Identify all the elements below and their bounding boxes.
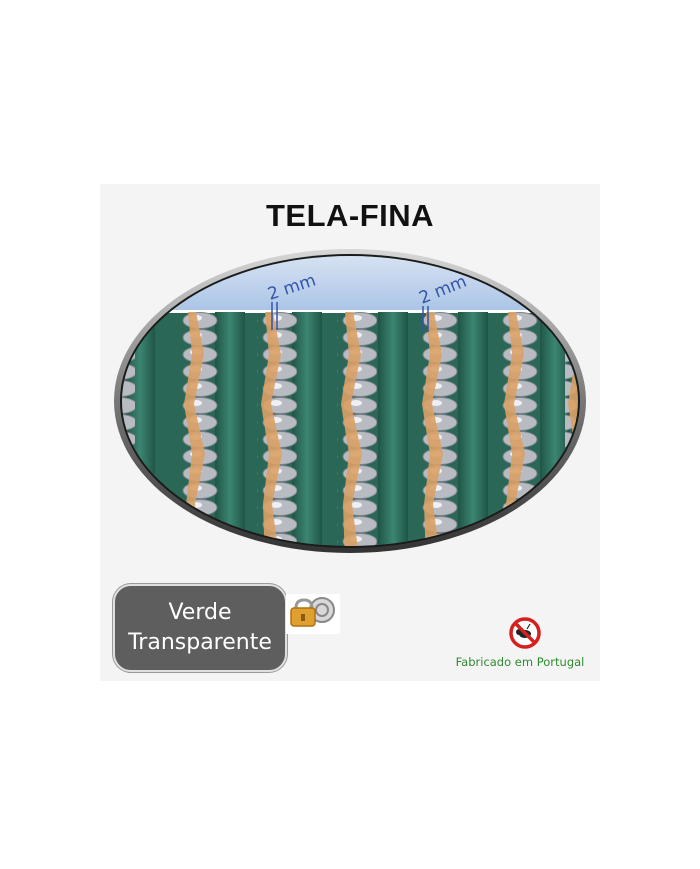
curtain-sample-image: 2 mm 2 mm xyxy=(114,249,586,553)
no-insects-icon xyxy=(509,617,541,649)
color-name-line2: Transparente xyxy=(128,630,272,655)
product-title: TELA-FINA xyxy=(265,198,435,233)
color-badge: Verde Transparente xyxy=(113,584,287,672)
made-in-portugal: Fabricado em Portugal xyxy=(455,655,585,669)
product-panel: TELA-FINA xyxy=(100,184,600,681)
padlock-icon xyxy=(286,594,340,634)
color-name-line1: Verde xyxy=(168,600,232,625)
